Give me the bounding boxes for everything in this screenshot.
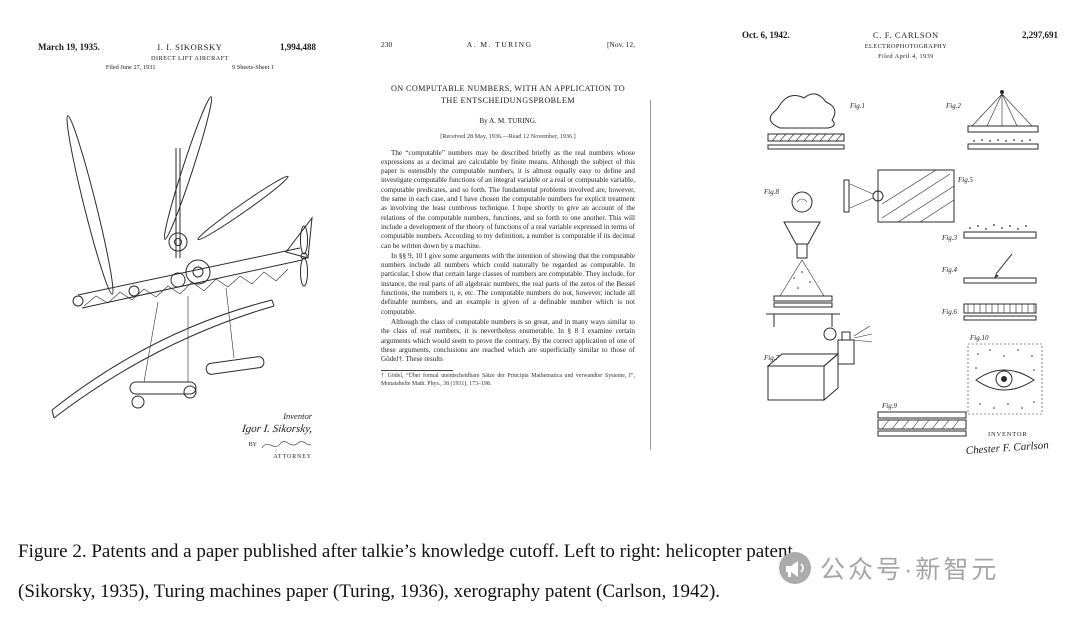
- fig1-drawing: [767, 93, 845, 150]
- carlson-signature: Chester F. Carlson: [965, 439, 1049, 457]
- fig7-label: Fig.7: [763, 354, 779, 362]
- sikorsky-signature: Igor I. Sikorsky,: [240, 423, 313, 435]
- paper-paragraph-1: The “computable” numbers may be describe…: [381, 148, 635, 250]
- fig9-drawing: [877, 411, 967, 437]
- paper-byline: By A. M. TURING.: [479, 116, 537, 125]
- rotor-mast: [168, 148, 188, 258]
- landing-gear: [129, 287, 265, 409]
- carlson-title-block: C. F. CARLSON ELECTROPHOTOGRAPHY Filed A…: [790, 30, 1022, 60]
- fig9-label: Fig.9: [881, 402, 897, 410]
- turing-running-header: 230 A. M. TURING [Nov. 12,: [381, 40, 635, 49]
- sikorsky-inventor-name: I. I. SIKORSKY: [157, 42, 223, 52]
- watermark-text: 公众号·新智元: [820, 556, 1000, 584]
- carlson-signature-block: INVENTOR Chester F. Carlson: [965, 431, 1049, 457]
- inventor-label: INVENTOR: [988, 431, 1028, 438]
- paper-title-line2: THE ENTSCHEIDUNGSPROBLEM: [440, 96, 575, 106]
- watermark: 公众号·新智元: [778, 550, 999, 586]
- paper-title-line1: ON COMPUTABLE NUMBERS, WITH AN APPLICATI…: [390, 84, 626, 93]
- fig1-label: Fig.1: [849, 102, 865, 110]
- fig6-label: Fig.6: [941, 308, 957, 316]
- fig10-label: Fig.10: [969, 334, 989, 342]
- megaphone-icon: [779, 552, 811, 584]
- sikorsky-date: March 19, 1935.: [38, 42, 100, 52]
- paper-received-line: [Received 28 May, 1936.—Read 12 November…: [440, 132, 576, 140]
- carlson-date: Oct. 6, 1942.: [742, 30, 790, 40]
- page-number: 230: [381, 40, 393, 49]
- lower-rotor-blade: [51, 299, 275, 419]
- fig5-drawing: [843, 169, 955, 223]
- attorney-signature-squiggle: [261, 441, 312, 449]
- carlson-patent-header: Oct. 6, 1942. C. F. CARLSON ELECTROPHOTO…: [742, 30, 1058, 60]
- turing-paper-page: 230 A. M. TURING [Nov. 12, ON COMPUTABLE…: [368, 36, 648, 474]
- fuselage-truss: [72, 247, 303, 309]
- sikorsky-filed-date: Filed June 27, 1931: [105, 64, 156, 71]
- caption-line1: Figure 2. Patents and a paper published …: [18, 541, 793, 562]
- sikorsky-title-block: I. I. SIKORSKY DIRECT LIFT AIRCRAFT File…: [100, 42, 280, 71]
- fig2-label: Fig.2: [945, 102, 961, 110]
- fig8-label: Fig.8: [763, 188, 779, 196]
- sikorsky-patent-header: March 19, 1935. I. I. SIKORSKY DIRECT LI…: [38, 42, 316, 71]
- tail-assembly: [285, 216, 313, 287]
- fig4-label: Fig.4: [941, 266, 957, 274]
- fig10-drawing: [967, 343, 1043, 415]
- fig8-drawing: [766, 191, 840, 327]
- fig7-drawing: [766, 352, 840, 402]
- paper-body: The “computable” numbers may be describe…: [381, 149, 635, 365]
- fig3-label: Fig.3: [941, 234, 957, 242]
- rotor-blades: [66, 96, 289, 295]
- fig6-drawing: [963, 303, 1037, 321]
- inventor-label: Inventor: [283, 411, 312, 421]
- carlson-patent-number: 2,297,691: [1022, 30, 1058, 40]
- paper-paragraph-2: In §§ 9, 10 I give some arguments with t…: [381, 251, 635, 316]
- caption-line2: (Sikorsky, 1935), Turing machines paper …: [18, 581, 721, 602]
- sikorsky-sheet-label: 9 Sheets-Sheet 1: [232, 64, 274, 71]
- fig4-drawing: [963, 253, 1037, 284]
- sikorsky-patent-title: DIRECT LIFT AIRCRAFT: [151, 55, 229, 62]
- sikorsky-patent-page: March 19, 1935. I. I. SIKORSKY DIRECT LI…: [38, 42, 316, 470]
- running-author: A. M. TURING: [466, 40, 533, 49]
- fig2-drawing: [967, 90, 1039, 150]
- fig5-label: Fig.5: [957, 176, 973, 184]
- attorney-label: ATTORNEY: [273, 454, 312, 460]
- sikorsky-signature-block: Inventor Igor I. Sikorsky, BY ATTORNEY: [240, 411, 313, 460]
- paper-paragraph-3: Although the class of computable numbers…: [381, 317, 635, 364]
- carlson-patent-page: Oct. 6, 1942. C. F. CARLSON ELECTROPHOTO…: [742, 30, 1058, 475]
- fig3-drawing: [963, 224, 1037, 239]
- figure-caption: Figure 2. Patents and a paper published …: [18, 532, 1038, 612]
- running-date: [Nov. 12,: [606, 40, 635, 49]
- paper-footnote: † Gödel, “Über formal unentscheidbare Sä…: [381, 373, 635, 388]
- sprayer-drawing: [823, 325, 873, 365]
- carlson-patent-title: ELECTROPHOTOGRAPHY: [864, 43, 948, 50]
- page-scan-edge: [650, 100, 651, 450]
- by-label: BY: [248, 442, 257, 448]
- carlson-inventor-name: C. F. CARLSON: [873, 30, 939, 40]
- carlson-filed-date: Filed April 4, 1939: [878, 53, 934, 60]
- xerography-drawing: Fig.1 Fig.2 Fig.5: [763, 90, 1050, 457]
- sikorsky-patent-number: 1,994,488: [280, 42, 316, 52]
- footnote-rule: [381, 370, 453, 372]
- paper-title: ON COMPUTABLE NUMBERS, WITH AN APPLICATI…: [381, 83, 635, 108]
- helicopter-drawing: [51, 96, 313, 419]
